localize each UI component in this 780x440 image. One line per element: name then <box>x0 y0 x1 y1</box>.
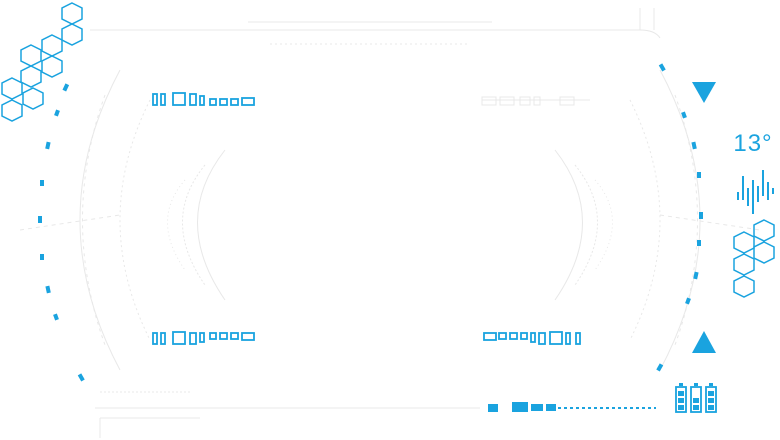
segment-bar-top-left <box>152 92 255 106</box>
segment-bar-bottom-left <box>152 331 255 345</box>
level-bars <box>737 170 774 214</box>
frame-lines <box>19 8 761 438</box>
hexagon-cluster-right-icon <box>733 219 775 298</box>
battery-cells-icon <box>675 383 717 413</box>
progress-strip <box>488 402 656 412</box>
segment-bar-bottom-right <box>483 331 581 345</box>
left-arc-markers <box>38 83 85 382</box>
hexagon-cluster-icon <box>1 2 83 122</box>
right-arc-markers <box>656 63 703 372</box>
temperature-readout: 13° <box>733 130 773 157</box>
triangle-up-icon <box>692 331 716 353</box>
triangle-down-icon <box>692 82 716 103</box>
